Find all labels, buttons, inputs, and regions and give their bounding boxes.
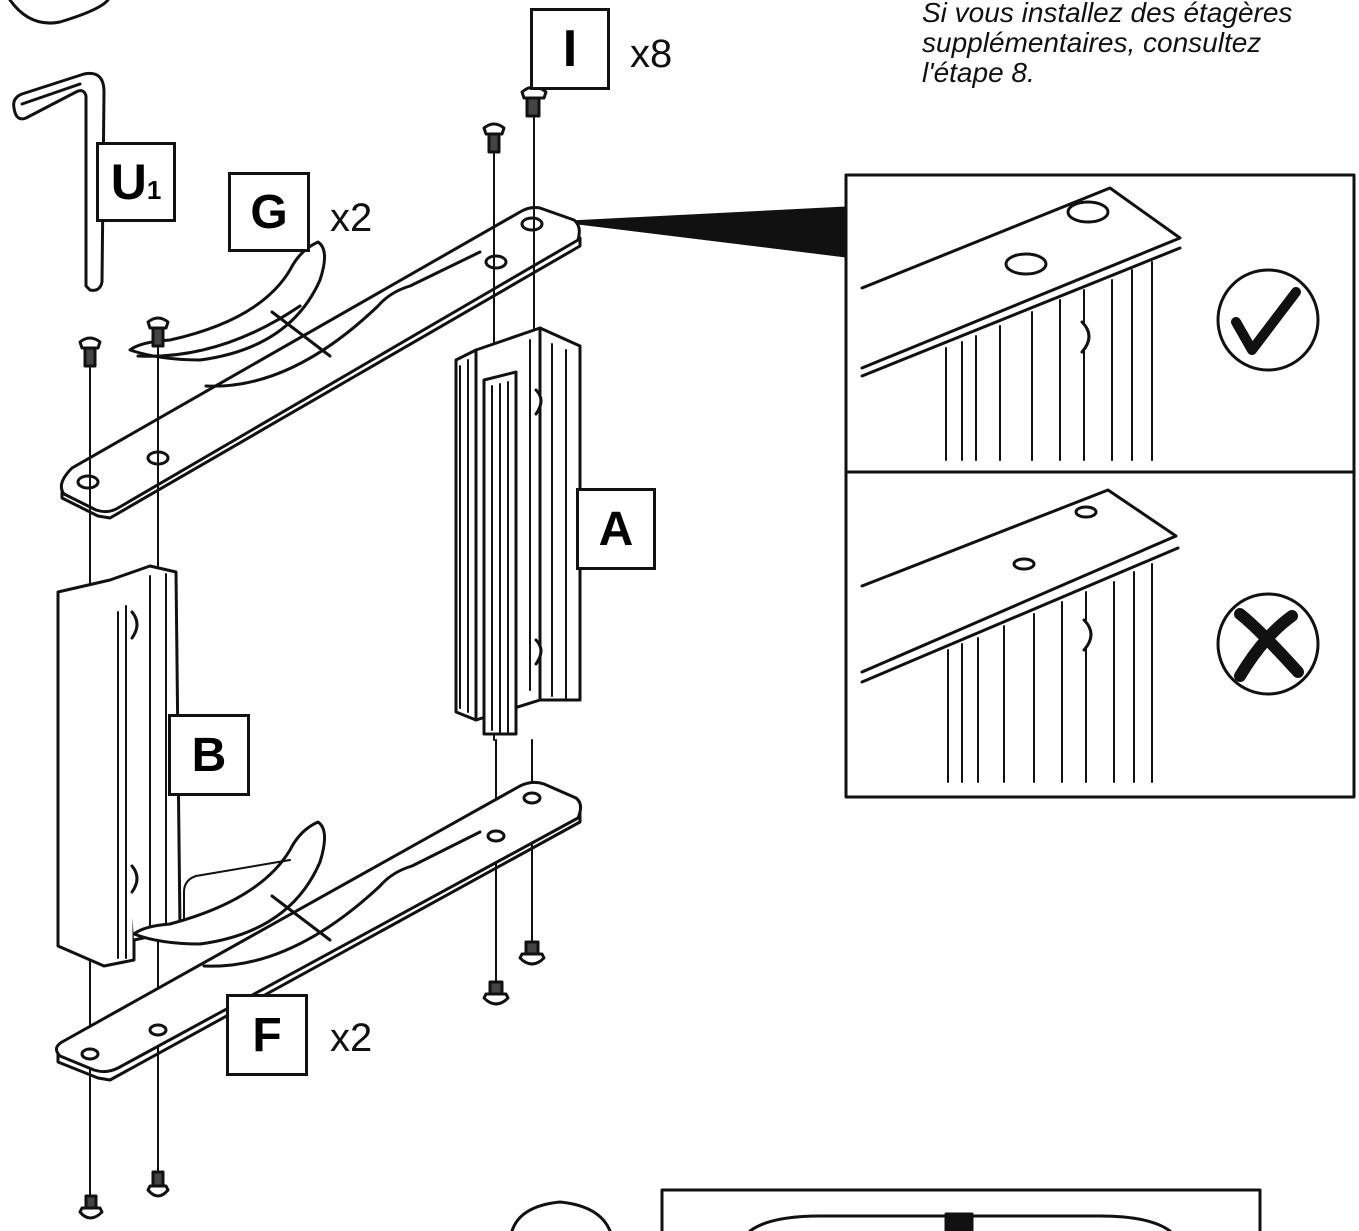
instruction-note: Si vous installez des étagères supplémen…	[922, 0, 1359, 88]
part-letter: U	[110, 154, 147, 210]
part-label-b: B	[168, 714, 250, 796]
part-subscript: 1	[146, 174, 162, 205]
profile-b	[56, 564, 182, 968]
part-label-g: G	[228, 172, 310, 252]
check-mark	[1231, 287, 1301, 355]
step-circle-partial	[8, 0, 110, 25]
part-letter: A	[598, 502, 634, 556]
callout-pointer	[568, 206, 848, 258]
next-step-partial	[510, 1188, 1262, 1231]
detail-wrong	[860, 488, 1320, 783]
part-qty-g: x2	[330, 196, 373, 240]
profile-a	[454, 326, 582, 736]
part-label-i: I	[530, 8, 610, 90]
cross-mark	[1234, 608, 1304, 682]
part-letter: G	[250, 185, 288, 239]
part-qty-f: x2	[330, 1016, 373, 1060]
part-qty-i: x8	[630, 32, 673, 76]
hex-key-icon	[12, 71, 106, 292]
part-letter: F	[252, 1008, 282, 1062]
note-line-3: l'étape 8.	[922, 57, 1035, 88]
bottom-shelf-panel	[55, 780, 583, 1082]
part-label-a: A	[576, 488, 656, 570]
detail-correct	[860, 186, 1320, 461]
note-line-1: Si vous installez des étagères	[922, 0, 1293, 28]
part-label-f: F	[226, 994, 308, 1076]
part-letter: B	[191, 728, 227, 782]
part-letter: I	[562, 20, 578, 78]
note-line-2: supplémentaires, consultez	[922, 27, 1262, 58]
